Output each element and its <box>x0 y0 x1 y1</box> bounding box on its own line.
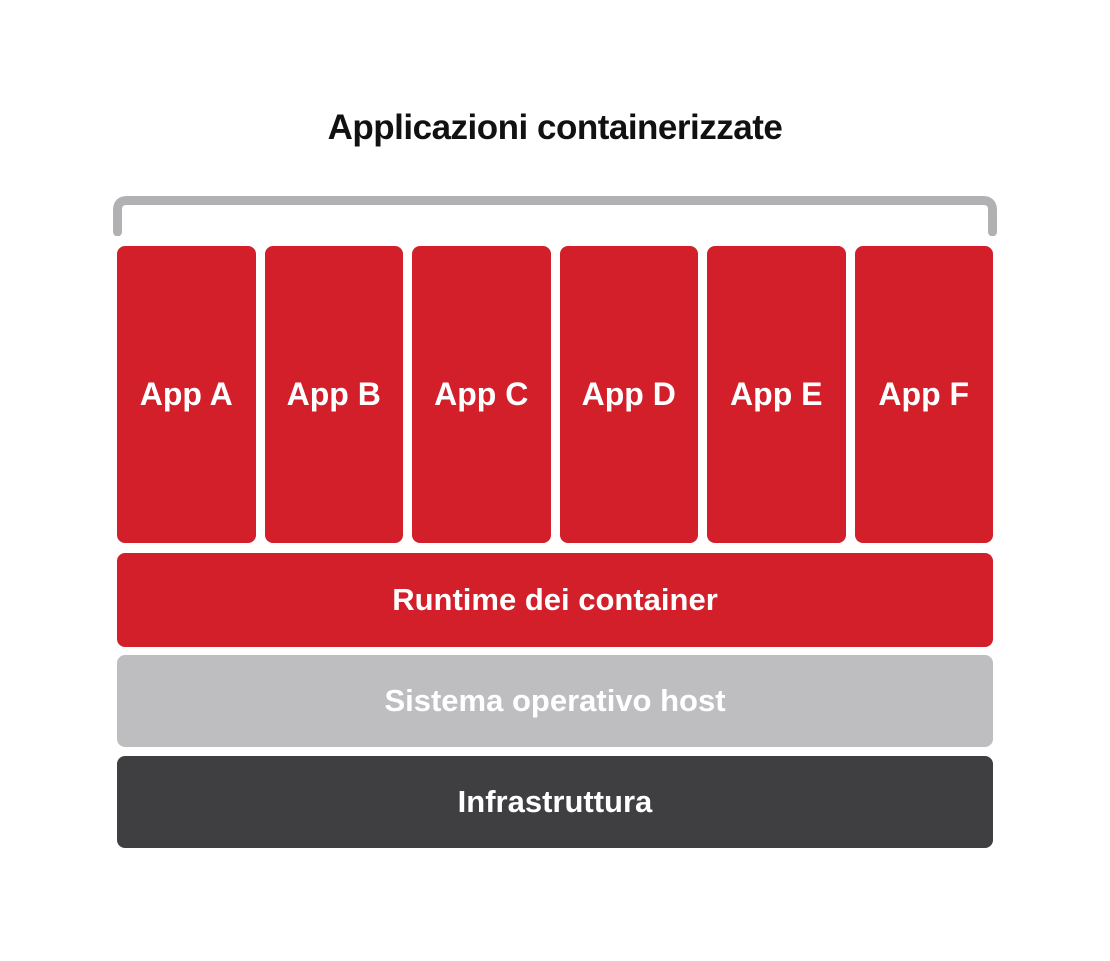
app-label: App A <box>139 376 233 412</box>
layer-container-runtime: Runtime dei container <box>117 553 993 647</box>
app-box-d: App D <box>559 246 698 543</box>
app-box-e: App E <box>707 246 846 543</box>
app-box-f: App F <box>854 246 993 543</box>
app-label: App D <box>581 376 676 412</box>
layer-label: Runtime dei container <box>392 582 718 617</box>
layer-host-os: Sistema operativo host <box>117 655 993 747</box>
page-title: Applicazioni containerizzate <box>327 108 783 147</box>
app-box-a: App A <box>117 246 256 543</box>
app-box-c: App C <box>412 246 551 543</box>
layer-infrastructure: Infrastruttura <box>117 756 993 848</box>
app-label: App E <box>730 376 823 412</box>
apps-group-bracket-icon <box>113 196 997 236</box>
app-label: App B <box>286 376 381 412</box>
layer-label: Sistema operativo host <box>384 683 726 718</box>
app-label: App F <box>878 376 970 412</box>
apps-row: App A App B App C App D App E App F <box>117 246 993 543</box>
layer-label: Infrastruttura <box>457 784 653 819</box>
app-label: App C <box>434 376 529 412</box>
app-box-b: App B <box>264 246 403 543</box>
